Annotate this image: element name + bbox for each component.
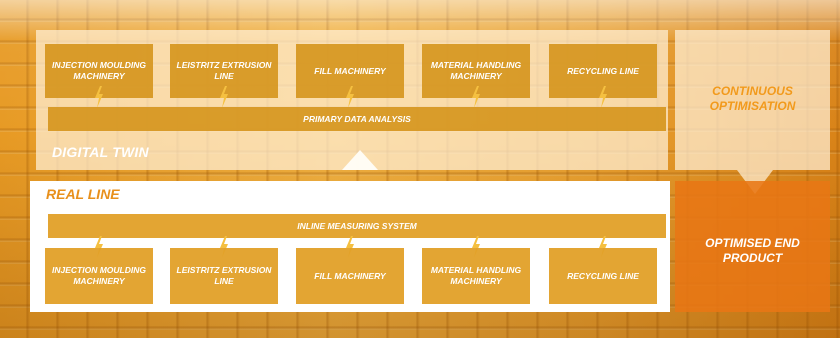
continuous-optimisation-label: CONTINUOUS OPTIMISATION [709, 84, 796, 113]
lightning-bolt-icon [345, 86, 355, 108]
real-machine-label: RECYCLING LINE [567, 270, 639, 281]
lightning-bolt-icon [471, 236, 481, 258]
real-machine-label: LEISTRITZ EXTRUSION LINE [176, 265, 272, 286]
real-machine-label: FILL MACHINERY [314, 270, 386, 281]
lightning-bolt-icon [219, 236, 229, 258]
real-fill-machinery-box: FILL MACHINERY [296, 248, 404, 304]
twin-machine-label: FILL MACHINERY [314, 65, 386, 76]
lightning-bolt-icon [471, 86, 481, 108]
lightning-bolt-icon [219, 86, 229, 108]
optimised-end-product-panel [675, 181, 830, 312]
real-injection-moulding-box: INJECTION MOULDING MACHINERY [45, 248, 153, 304]
real-machine-label: MATERIAL HANDLING MACHINERY [430, 265, 522, 286]
primary-data-analysis-bar: PRIMARY DATA ANALYSIS [48, 107, 666, 131]
digital-twin-label: DIGITAL TWIN [52, 144, 149, 160]
twin-recycling-line-box: RECYCLING LINE [549, 44, 657, 98]
inline-measuring-system-bar: INLINE MEASURING SYSTEM [48, 214, 666, 238]
lightning-bolt-icon [94, 236, 104, 258]
twin-machine-label: RECYCLING LINE [567, 65, 639, 76]
real-line-label: REAL LINE [46, 186, 120, 202]
lightning-bolt-icon [345, 236, 355, 258]
optimised-end-product-label: OPTIMISED END PRODUCT [705, 236, 800, 265]
twin-material-handling-box: MATERIAL HANDLING MACHINERY [422, 44, 530, 98]
lightning-bolt-icon [598, 236, 608, 258]
arrow-up-icon [342, 150, 378, 170]
twin-machine-label: INJECTION MOULDING MACHINERY [52, 60, 146, 81]
real-material-handling-box: MATERIAL HANDLING MACHINERY [422, 248, 530, 304]
primary-data-analysis-label: PRIMARY DATA ANALYSIS [303, 114, 411, 124]
twin-machine-label: LEISTRITZ EXTRUSION LINE [176, 60, 272, 81]
real-recycling-line-box: RECYCLING LINE [549, 248, 657, 304]
twin-machine-label: MATERIAL HANDLING MACHINERY [430, 60, 522, 81]
lightning-bolt-icon [598, 86, 608, 108]
inline-measuring-system-label: INLINE MEASURING SYSTEM [297, 221, 417, 231]
lightning-bolt-icon [94, 86, 104, 108]
real-machine-label: INJECTION MOULDING MACHINERY [52, 265, 146, 286]
real-leistritz-extrusion-box: LEISTRITZ EXTRUSION LINE [170, 248, 278, 304]
continuous-optimisation-panel [675, 30, 830, 170]
